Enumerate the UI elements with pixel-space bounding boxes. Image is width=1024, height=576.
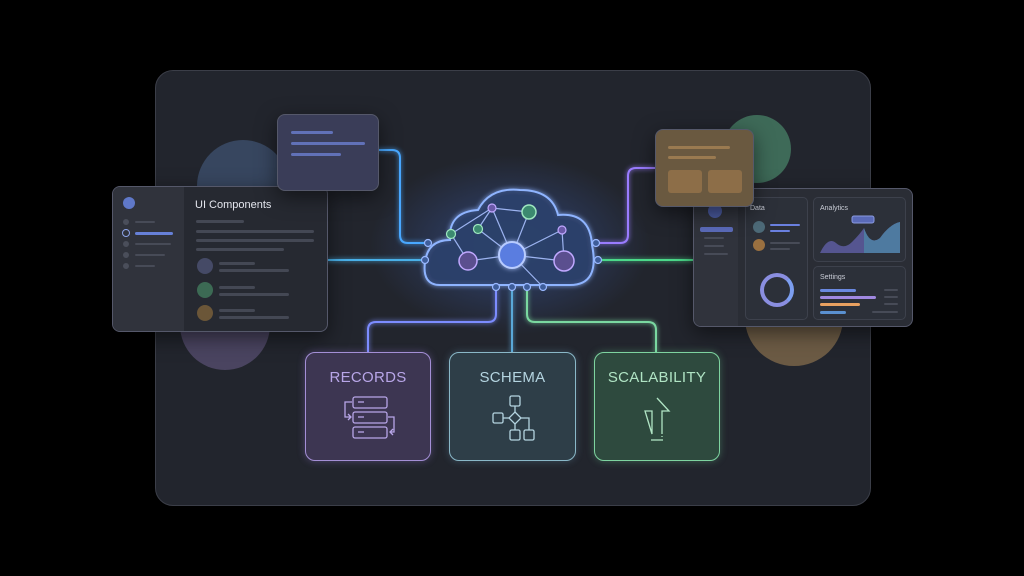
schema-module[interactable]: SCHEMA bbox=[449, 352, 576, 461]
dashboard-panel: Data Analytics Settings bbox=[693, 188, 913, 327]
list-avatar bbox=[197, 305, 213, 321]
analytics-card: Analytics bbox=[813, 197, 906, 262]
data-card: Data bbox=[745, 197, 808, 320]
panel-title: UI Components bbox=[195, 199, 272, 211]
panel-sidebar bbox=[113, 187, 184, 331]
sidebar-item-active[interactable] bbox=[122, 229, 130, 237]
chart-tooltip bbox=[851, 215, 875, 224]
arrow-up-icon bbox=[644, 397, 671, 441]
donut-chart bbox=[760, 273, 794, 307]
avatar bbox=[123, 197, 135, 209]
panel-sidebar bbox=[694, 189, 738, 326]
floating-card-brown bbox=[655, 129, 754, 207]
list-avatar bbox=[197, 258, 213, 274]
line-scalability bbox=[526, 288, 657, 352]
settings-card-label: Settings bbox=[820, 274, 846, 281]
floating-card-blue bbox=[277, 114, 379, 191]
cloud-hub-node bbox=[498, 241, 526, 269]
cloud-icon bbox=[420, 188, 603, 292]
list-avatar bbox=[197, 282, 213, 298]
line-topright-card bbox=[596, 167, 655, 244]
line-records bbox=[367, 288, 497, 352]
line-topleft-card bbox=[377, 149, 428, 244]
data-card-label: Data bbox=[750, 205, 765, 212]
scalability-module[interactable]: SCALABILITY bbox=[594, 352, 720, 461]
analytics-card-label: Analytics bbox=[820, 205, 849, 212]
area-chart bbox=[820, 215, 900, 253]
ui-components-panel: UI Components bbox=[112, 186, 328, 332]
records-stack-icon bbox=[344, 396, 395, 439]
records-module[interactable]: RECORDS bbox=[305, 352, 431, 461]
scalability-label: SCALABILITY bbox=[607, 369, 707, 386]
sidebar-item-active[interactable] bbox=[700, 227, 733, 232]
settings-card: Settings bbox=[813, 266, 906, 320]
schema-label: SCHEMA bbox=[479, 369, 546, 386]
records-label: RECORDS bbox=[329, 369, 407, 386]
schema-flowchart-icon bbox=[491, 395, 535, 441]
